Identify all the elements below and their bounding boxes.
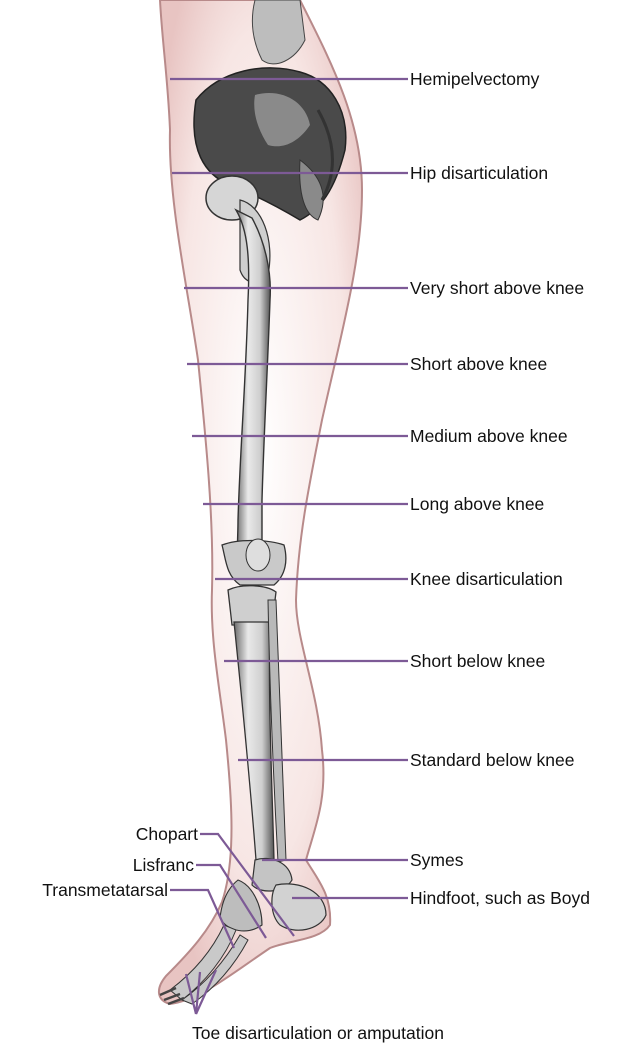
label-short-above-knee: Short above knee xyxy=(410,354,547,374)
label-very-short-above-knee: Very short above knee xyxy=(410,278,584,298)
label-hip-disarticulation: Hip disarticulation xyxy=(410,163,548,183)
label-hindfoot: Hindfoot, such as Boyd xyxy=(410,888,590,908)
label-short-below-knee: Short below knee xyxy=(410,651,545,671)
label-long-above-knee: Long above knee xyxy=(410,494,544,514)
label-standard-below-knee: Standard below knee xyxy=(410,750,574,770)
label-transmetatarsal: Transmetatarsal xyxy=(42,880,168,900)
label-chopart: Chopart xyxy=(136,824,198,844)
label-lisfranc: Lisfranc xyxy=(133,855,195,875)
label-hemipelvectomy: Hemipelvectomy xyxy=(410,69,540,89)
label-symes: Symes xyxy=(410,850,464,870)
patella xyxy=(246,539,270,571)
label-knee-disarticulation: Knee disarticulation xyxy=(410,569,563,589)
label-medium-above-knee: Medium above knee xyxy=(410,426,568,446)
label-toe: Toe disarticulation or amputation xyxy=(192,1023,444,1043)
